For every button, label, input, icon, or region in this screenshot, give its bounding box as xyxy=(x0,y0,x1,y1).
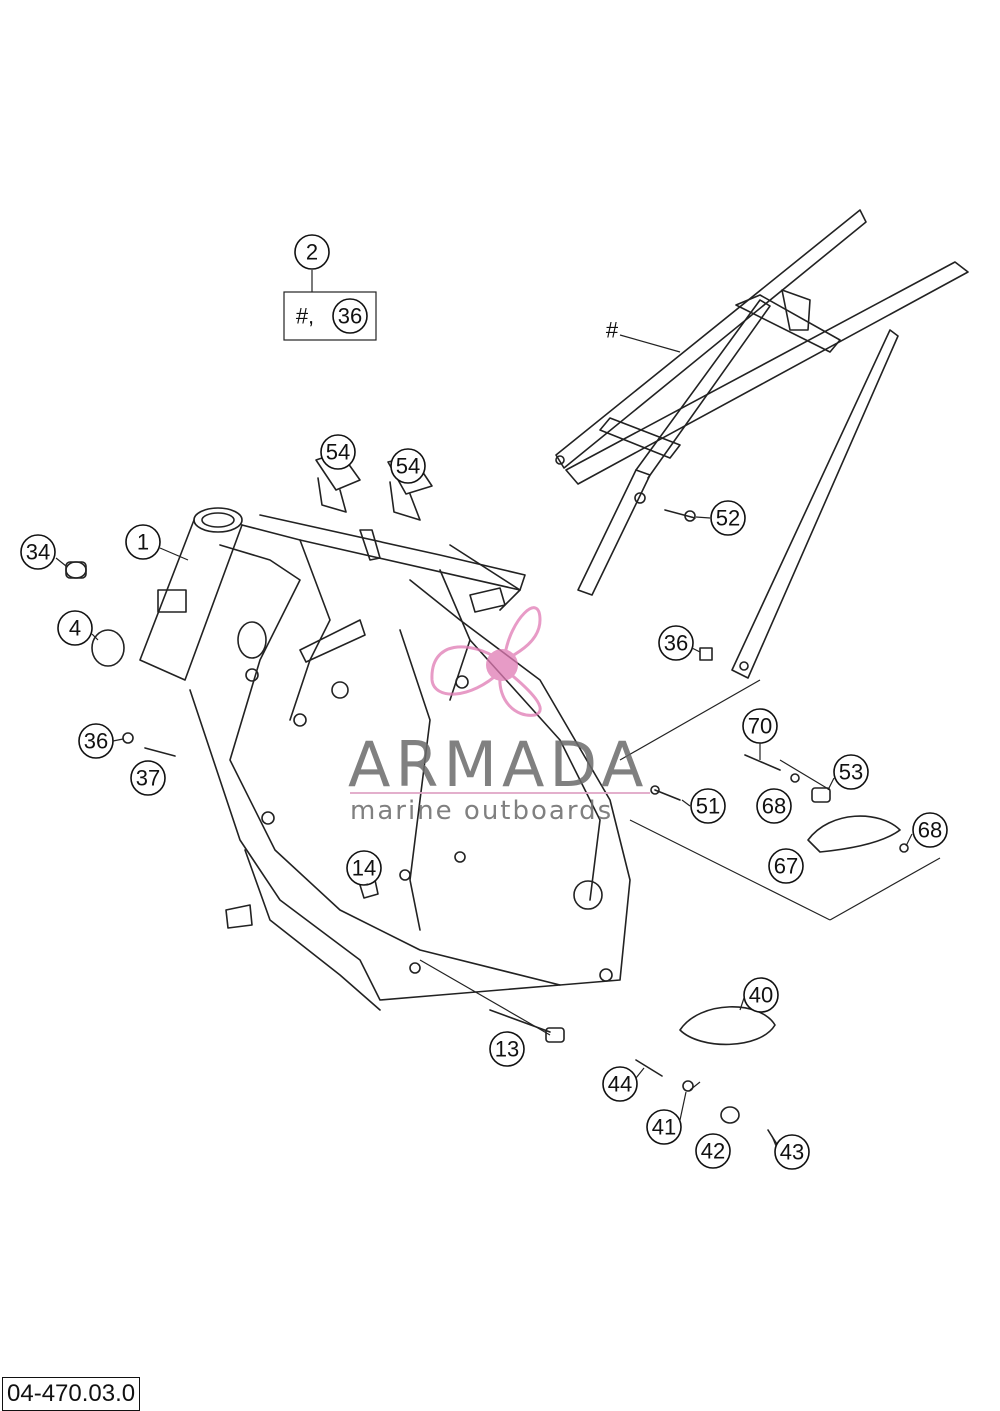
callout-44: 44 xyxy=(602,1066,638,1102)
svg-text:68: 68 xyxy=(762,794,786,819)
svg-text:53: 53 xyxy=(839,760,863,785)
callout-40: 40 xyxy=(743,977,779,1013)
svg-text:40: 40 xyxy=(749,983,773,1008)
small-parts xyxy=(65,451,909,1147)
callout-36: 36 xyxy=(658,625,694,661)
svg-text:43: 43 xyxy=(780,1140,804,1165)
watermark-divider xyxy=(350,792,650,794)
svg-text:13: 13 xyxy=(495,1037,519,1062)
callout-52: 52 xyxy=(710,500,746,536)
svg-text:68: 68 xyxy=(918,818,942,843)
svg-text:52: 52 xyxy=(716,506,740,531)
svg-text:67: 67 xyxy=(774,854,798,879)
callout-53: 53 xyxy=(833,754,869,790)
callout-36: 36 xyxy=(78,723,114,759)
kit-box-symbol: #, xyxy=(296,304,314,329)
callout-54: 54 xyxy=(390,448,426,484)
callout-42: 42 xyxy=(695,1133,731,1169)
callout-41: 41 xyxy=(646,1109,682,1145)
callouts: 2 54 54 34 1 4 36 37 52 36 70 53 51 68 6… xyxy=(20,234,948,1170)
svg-text:54: 54 xyxy=(396,454,420,479)
svg-text:1: 1 xyxy=(137,530,149,555)
callout-4: 4 xyxy=(57,610,93,646)
svg-text:14: 14 xyxy=(352,856,376,881)
callout-43: 43 xyxy=(774,1134,810,1170)
callout-70: 70 xyxy=(742,708,778,744)
callout-2: 2 xyxy=(294,234,330,270)
svg-text:34: 34 xyxy=(26,540,50,565)
rear-subframe: # xyxy=(555,209,969,679)
callout-1: 1 xyxy=(125,524,161,560)
kit-box-ref: 36 xyxy=(338,304,362,329)
callout-37: 37 xyxy=(130,760,166,796)
watermark-propeller-logo xyxy=(430,606,542,717)
callout-68: 68 xyxy=(912,812,948,848)
svg-text:51: 51 xyxy=(696,794,720,819)
svg-text:2: 2 xyxy=(306,240,318,265)
leader-lines xyxy=(55,516,913,1147)
svg-text:44: 44 xyxy=(608,1072,632,1097)
svg-text:37: 37 xyxy=(136,766,160,791)
kit-box: #, 36 xyxy=(283,270,377,341)
callout-67: 67 xyxy=(768,848,804,884)
watermark-tagline: marine outboards xyxy=(350,796,614,826)
svg-text:36: 36 xyxy=(664,631,688,656)
callout-13: 13 xyxy=(489,1031,525,1067)
callout-14: 14 xyxy=(346,850,382,886)
main-frame xyxy=(139,507,631,1011)
svg-text:70: 70 xyxy=(748,714,772,739)
callout-51: 51 xyxy=(690,788,726,824)
svg-text:4: 4 xyxy=(69,616,81,641)
callout-68: 68 xyxy=(756,788,792,824)
callout-34: 34 xyxy=(20,534,56,570)
svg-text:41: 41 xyxy=(652,1115,676,1140)
subframe-symbol: # xyxy=(606,318,619,343)
diagram-code: 04-470.03.0 xyxy=(2,1377,141,1411)
callout-54: 54 xyxy=(320,434,356,470)
svg-text:42: 42 xyxy=(701,1139,725,1164)
svg-text:54: 54 xyxy=(326,440,350,465)
svg-text:36: 36 xyxy=(84,729,108,754)
watermark-brand: ARMADA xyxy=(348,728,649,801)
